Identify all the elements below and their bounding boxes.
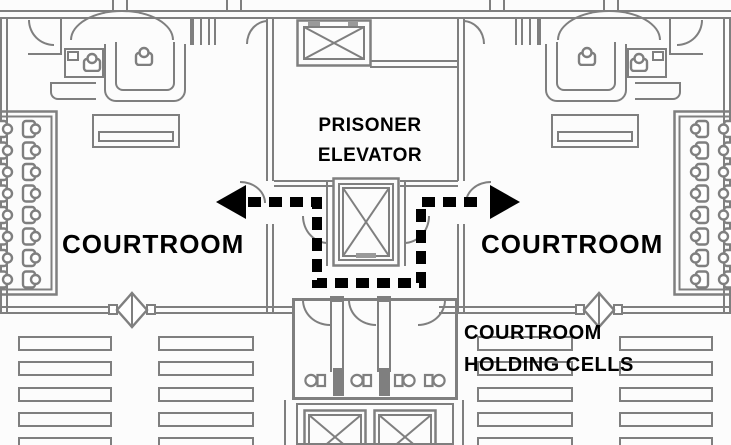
door-swing-arc-icon <box>465 181 491 203</box>
door-swing-arc-icon <box>28 20 54 46</box>
door-swing-arc-icon <box>404 216 430 244</box>
gallery-wall <box>152 306 292 314</box>
service-elevator-x-icon <box>296 19 372 67</box>
door-swing-arc-icon <box>302 216 328 244</box>
elevator-x-icon <box>373 409 437 445</box>
wall-stub <box>489 0 505 11</box>
prisoner-elevator-x-icon <box>332 177 400 267</box>
top-wall <box>0 10 731 19</box>
holding-cells-label-line2: HOLDING CELLS <box>464 354 634 376</box>
attorney-table <box>551 114 639 148</box>
corridor-wall-upper <box>457 19 465 181</box>
jury-box <box>0 110 58 296</box>
gallery-bench <box>158 387 254 402</box>
judge-alcove-wall <box>70 10 174 40</box>
judge-bench <box>104 42 186 102</box>
gallery-bench <box>18 437 112 445</box>
wall <box>462 400 464 445</box>
plumbing-wall <box>379 368 390 396</box>
judge-chair-icon <box>577 46 597 66</box>
gallery-bench <box>477 412 573 427</box>
right-courtroom-wing <box>439 0 731 445</box>
jury-box <box>673 110 731 296</box>
prisoner-elevator-label-line2: ELEVATOR <box>317 145 423 166</box>
stairs-icon <box>515 19 541 45</box>
gallery-bench <box>158 437 254 445</box>
wall <box>284 400 286 445</box>
gallery-bench <box>619 437 713 445</box>
gallery-bench <box>619 336 713 351</box>
toilet-icon <box>350 373 373 388</box>
gallery-wall <box>0 306 112 314</box>
corridor-wall-lower <box>266 224 274 314</box>
corridor-wall-lower <box>457 224 465 314</box>
witness-desk <box>67 51 79 61</box>
wall-cap <box>330 296 344 302</box>
stairs-icon <box>190 19 216 45</box>
lobby-wall <box>400 180 458 187</box>
toilet-icon <box>423 373 446 388</box>
witness-chair-icon <box>82 52 102 72</box>
lobby-wall <box>274 180 334 187</box>
clerk-desk <box>50 82 96 100</box>
courtroom-left-label: COURTROOM <box>62 229 245 259</box>
corridor-top-wall <box>370 60 458 68</box>
double-door-icon <box>575 291 623 329</box>
left-courtroom-wing <box>0 0 292 445</box>
door-swing-arc-icon <box>463 20 485 44</box>
gallery-bench <box>477 437 573 445</box>
cell-wall <box>330 300 344 372</box>
courtroom-right-label: COURTROOM <box>481 229 664 259</box>
gallery-bench <box>158 336 254 351</box>
witness-stand <box>64 48 104 78</box>
clerk-desk <box>635 82 681 100</box>
corridor-wall-upper <box>266 19 274 181</box>
wall <box>28 53 62 55</box>
wall-cap <box>377 296 391 302</box>
double-door-icon <box>108 291 156 329</box>
witness-chair-icon <box>629 52 649 72</box>
door-swing-arc-icon <box>246 20 268 44</box>
toilet-icon <box>304 373 327 388</box>
elevator-x-icon <box>303 409 367 445</box>
gallery-bench <box>18 336 112 351</box>
holding-cells-label-line1: COURTROOM <box>464 322 602 344</box>
cell-wall <box>377 300 391 372</box>
prisoner-elevator-label-line1: PRISONER <box>318 115 422 136</box>
wall <box>669 19 671 55</box>
gallery-bench <box>158 412 254 427</box>
wall <box>60 19 62 55</box>
attorney-bench <box>557 131 633 142</box>
gallery-bench <box>619 412 713 427</box>
door-swing-arc-icon <box>677 20 703 46</box>
gallery-bench <box>158 361 254 376</box>
wall-stub <box>112 0 128 11</box>
judge-chair-icon <box>134 46 154 66</box>
gallery-bench <box>18 361 112 376</box>
gallery-wall <box>439 306 579 314</box>
gallery-bench <box>477 387 573 402</box>
judge-alcove-wall <box>557 10 661 40</box>
plumbing-wall <box>333 368 344 396</box>
door-swing-arc-icon <box>240 181 266 203</box>
gallery-bench <box>18 387 112 402</box>
wall-stub <box>226 0 242 11</box>
witness-desk <box>652 51 664 61</box>
gallery-wall <box>619 306 731 314</box>
attorney-bench <box>98 131 174 142</box>
toilet-icon <box>393 373 416 388</box>
wall <box>669 53 703 55</box>
gallery-bench <box>18 412 112 427</box>
gallery-bench <box>619 387 713 402</box>
judge-bench-inner-line <box>115 42 175 91</box>
attorney-table <box>92 114 180 148</box>
